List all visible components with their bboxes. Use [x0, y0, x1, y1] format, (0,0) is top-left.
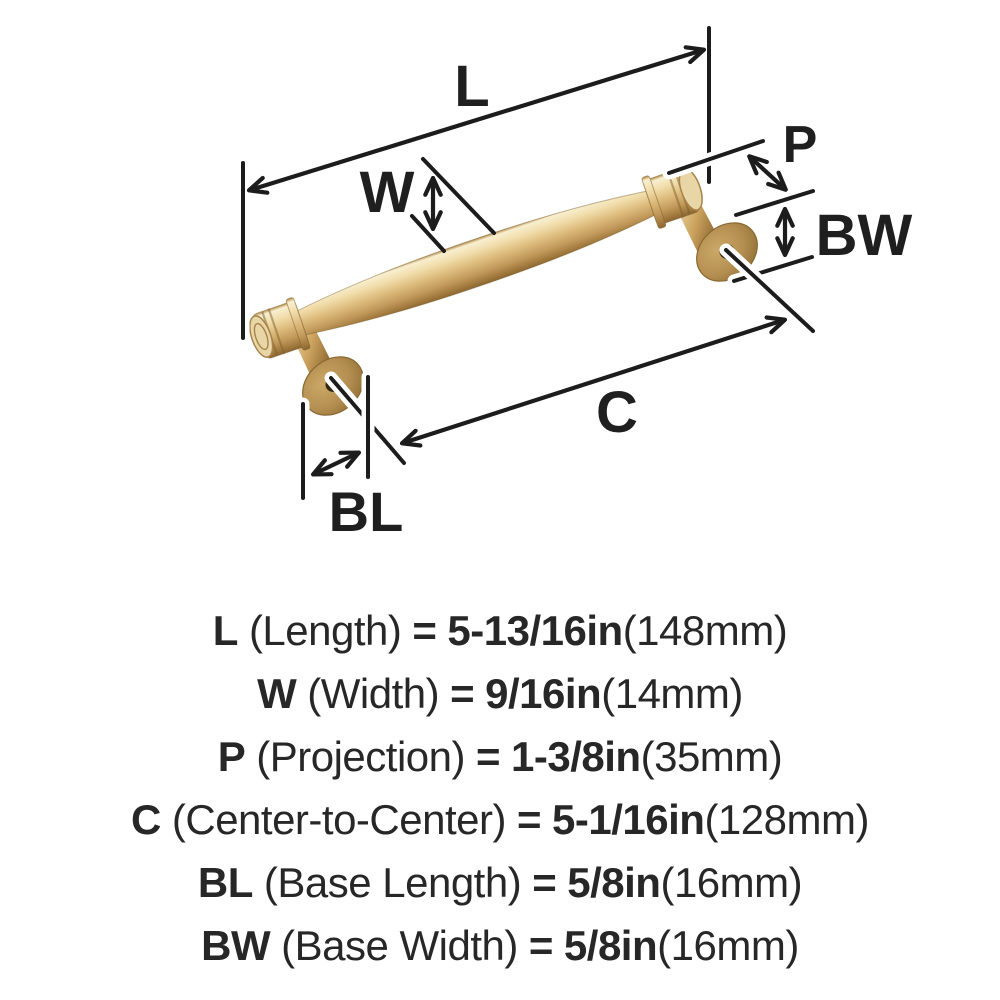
dim-label-p: P — [783, 116, 818, 174]
handle-left-collar — [285, 297, 311, 351]
spec-imperial-value: 5/8in — [567, 859, 661, 906]
spec-code: C — [131, 796, 161, 843]
dim-l: L — [236, 21, 716, 345]
spec-name: (Length) — [248, 607, 402, 654]
dim-c-arrow — [399, 315, 788, 448]
spec-imperial-value: 5-1/16in — [552, 796, 705, 843]
spec-metric-value: (14mm) — [601, 670, 743, 717]
spec-row: W(Width)=9/16in(14mm) — [0, 662, 1000, 725]
spec-name: (Center-to-Center) — [171, 796, 507, 843]
handle-diagram: L W P BW — [236, 21, 913, 543]
dim-p-tick — [667, 139, 765, 175]
spec-equals: = — [476, 733, 501, 780]
spec-code: BW — [201, 922, 271, 969]
dim-w-tick-top — [421, 157, 496, 235]
dim-bl-arrow — [310, 450, 362, 477]
dim-w: W — [360, 157, 496, 253]
spec-row: C(Center-to-Center)=5-1/16in(128mm) — [0, 788, 1000, 851]
spec-name: (Base Width) — [281, 922, 518, 969]
handle-illustration — [249, 167, 758, 416]
spec-metric-value: (148mm) — [622, 607, 788, 654]
spec-equals: = — [450, 670, 475, 717]
spec-row: L(Length)=5-13/16in(148mm) — [0, 599, 1000, 662]
spec-metric-value: (35mm) — [640, 733, 783, 780]
dim-label-bl: BL — [329, 480, 404, 543]
dim-l-arrow — [246, 45, 707, 195]
dim-bl: BL — [296, 370, 404, 543]
dim-label-l: L — [454, 54, 489, 119]
dim-w-tick-bottom — [410, 214, 446, 253]
spec-row: BW(Base Width)=5/8in(16mm) — [0, 914, 1000, 977]
spec-row: P(Projection)=1-3/8in(35mm) — [0, 725, 1000, 788]
dimension-lines: L W P BW — [236, 21, 913, 543]
spec-name: (Projection) — [256, 733, 465, 780]
dim-p: P — [662, 116, 818, 192]
spec-code: L — [212, 607, 239, 654]
spec-metric-value: (16mm) — [660, 859, 803, 906]
spec-imperial-value: 5-13/16in — [447, 607, 623, 654]
spec-equals: = — [532, 859, 557, 906]
spec-equals: = — [412, 607, 437, 654]
spec-imperial-value: 1-3/8in — [511, 733, 641, 780]
spec-row: BL(Base Length)=5/8in(16mm) — [0, 851, 1000, 914]
spec-code: P — [217, 733, 246, 780]
spec-equals: = — [528, 922, 554, 969]
spec-imperial-value: 9/16in — [485, 670, 602, 717]
handle-left-face-ring — [253, 322, 269, 351]
handle-bar — [295, 190, 657, 336]
spec-code: BL — [197, 859, 254, 906]
dim-bw: BW — [727, 184, 913, 288]
dim-c-tick-right — [724, 248, 815, 333]
spec-imperial-value: 5/8in — [563, 922, 658, 969]
spec-equals: = — [516, 796, 542, 843]
spec-metric-value: (16mm) — [657, 922, 799, 969]
dim-bw-tick-top — [734, 189, 815, 217]
dim-label-w: W — [360, 160, 415, 225]
dim-p-arrow — [747, 154, 788, 192]
spec-name: (Width) — [307, 670, 440, 717]
dim-label-c: C — [596, 380, 638, 445]
spec-list: L(Length)=5-13/16in(148mm) W(Width)=9/16… — [0, 599, 1000, 977]
spec-name: (Base Length) — [263, 859, 522, 906]
dim-label-bw: BW — [816, 203, 913, 268]
spec-metric-value: (128mm) — [704, 796, 869, 843]
spec-code: W — [257, 670, 297, 717]
